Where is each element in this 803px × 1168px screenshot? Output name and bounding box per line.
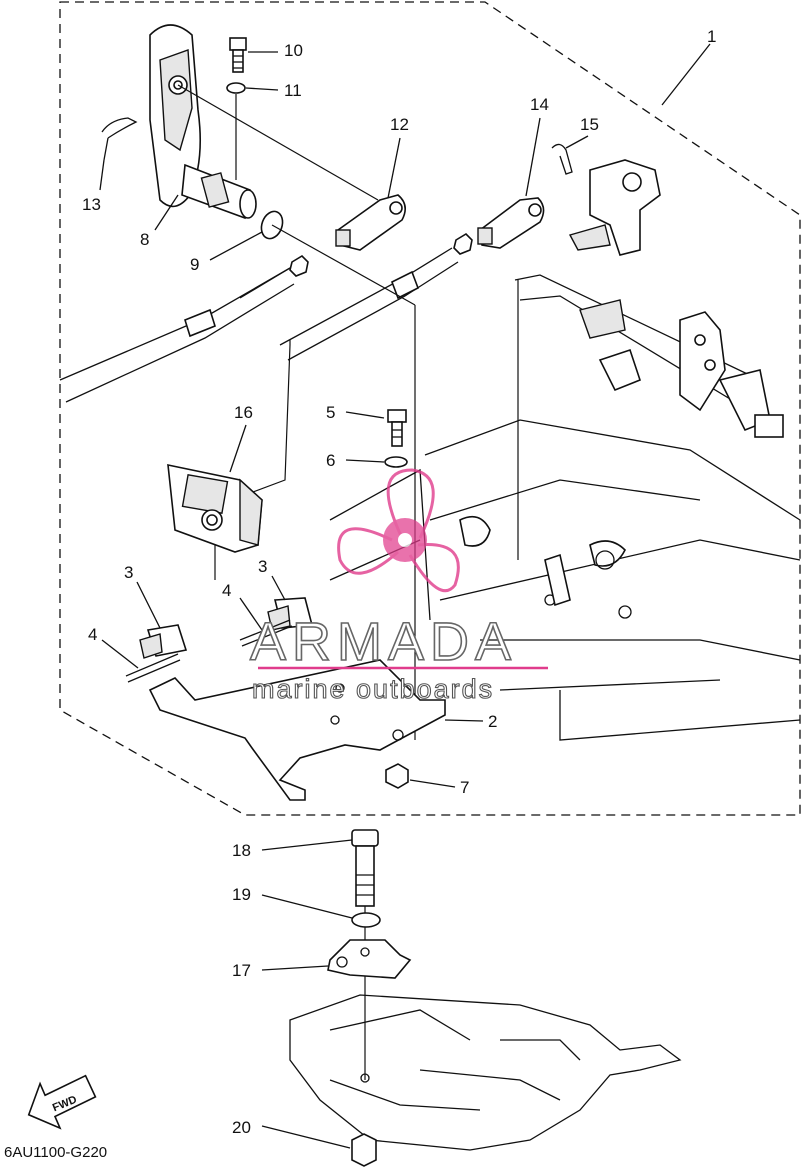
- cable-holder-left: [139, 624, 188, 659]
- adapter-cover: [167, 463, 263, 553]
- callout-19: 19: [232, 885, 251, 904]
- callout-11: 11: [284, 81, 302, 100]
- callout-15: 15: [580, 115, 599, 134]
- callout-10: 10: [284, 41, 303, 60]
- washer-lower: [351, 912, 381, 928]
- fwd-arrow-icon: FWD: [27, 1074, 97, 1130]
- callout-13: 13: [82, 195, 101, 214]
- callout-5: 5: [326, 403, 335, 422]
- callout-8: 8: [140, 230, 149, 249]
- callout-14: 14: [530, 95, 549, 114]
- watermark-brand: ARMADA: [250, 612, 517, 672]
- bolt-top: [387, 409, 407, 447]
- callout-18: 18: [232, 841, 251, 860]
- shift-shaft-assembly: [514, 274, 784, 438]
- bolt: [229, 37, 247, 73]
- bolt-long: [351, 829, 379, 907]
- callout-6: 6: [326, 451, 335, 470]
- cable-joint-right: [477, 197, 545, 249]
- callout-3-right: 3: [258, 557, 267, 576]
- cable-joint-left: [335, 194, 406, 251]
- callout-3-left: 3: [124, 563, 133, 582]
- clip: [101, 117, 138, 161]
- armada-propeller-logo: [337, 468, 460, 593]
- cable-holder-right: [267, 597, 314, 631]
- shift-lever-handle: [149, 24, 257, 220]
- cable-nut-left: [289, 254, 309, 277]
- callout-17: 17: [232, 961, 251, 980]
- washer: [226, 82, 246, 94]
- lower-bracket-housing: [289, 994, 682, 1151]
- watermark-tagline: marine outboards: [252, 674, 494, 704]
- cable-nut-right: [453, 232, 473, 255]
- assembly-boundary: [59, 1, 801, 816]
- leader-lines: [99, 43, 711, 1149]
- callout-4-left: 4: [88, 625, 97, 644]
- nut: [385, 763, 409, 789]
- callout-4-right: 4: [222, 581, 231, 600]
- callout-12: 12: [390, 115, 409, 134]
- bracket-housing: [329, 419, 801, 741]
- washer-top: [384, 456, 408, 468]
- diagram-code: 6AU1100-G220: [4, 1144, 107, 1161]
- pin-left: [125, 653, 181, 683]
- nut-lower: [351, 1133, 377, 1167]
- cable-bracket-plate: [148, 659, 446, 801]
- callout-7: 7: [460, 778, 469, 797]
- shift-arm: [568, 159, 661, 256]
- cable-clip: [551, 143, 573, 175]
- callout-1: 1: [707, 27, 716, 46]
- pin-right: [239, 619, 293, 647]
- callout-2: 2: [488, 712, 497, 731]
- callout-20: 20: [232, 1118, 251, 1137]
- callout-16: 16: [234, 403, 253, 422]
- bracket-lower: [327, 939, 412, 979]
- callout-9: 9: [190, 255, 199, 274]
- control-cable-left: [59, 267, 295, 403]
- control-cable-right: [279, 247, 459, 361]
